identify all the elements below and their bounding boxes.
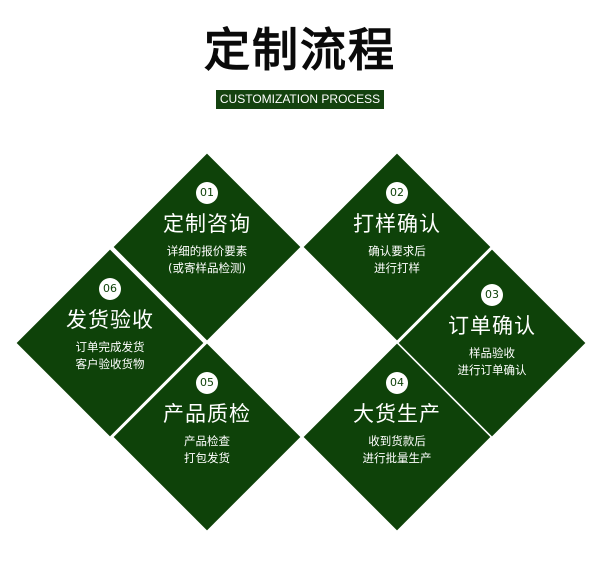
step-title: 打样确认 (353, 212, 441, 236)
step-04: 04 大货生产 收到货款后 进行批量生产 (302, 371, 492, 467)
step-desc-line: 详细的报价要素 (166, 244, 248, 258)
step-01: 01 定制咨询 详细的报价要素 (或寄样品检测) (112, 181, 302, 277)
step-desc-line: 订单完成发货 (75, 340, 145, 354)
step-description: 样品验收 进行订单确认 (397, 345, 587, 379)
step-title: 发货验收 (66, 308, 154, 332)
step-desc-line: 客户验收货物 (75, 357, 145, 371)
step-desc-line: 进行订单确认 (457, 363, 527, 377)
subtitle-banner: CUSTOMIZATION PROCESS (216, 90, 384, 109)
step-title: 产品质检 (163, 402, 251, 426)
step-desc-line: 进行批量生产 (362, 451, 432, 465)
step-number-badge: 05 (196, 372, 218, 394)
step-02: 02 打样确认 确认要求后 进行打样 (302, 181, 492, 277)
step-desc-line: 打包发货 (184, 451, 230, 465)
step-desc-line: 样品验收 (469, 346, 515, 360)
step-number-badge: 04 (386, 372, 408, 394)
step-desc-line: 产品检查 (184, 434, 230, 448)
step-desc-line: 进行打样 (374, 261, 420, 275)
step-title: 定制咨询 (163, 212, 251, 236)
step-03: 03 订单确认 样品验收 进行订单确认 (397, 283, 587, 379)
step-description: 详细的报价要素 (或寄样品检测) (112, 243, 302, 277)
page-title: 定制流程 (204, 23, 396, 77)
step-number-badge: 06 (99, 278, 121, 300)
step-description: 收到货款后 进行批量生产 (302, 433, 492, 467)
step-desc-line: (或寄样品检测) (168, 261, 246, 275)
step-desc-line: 确认要求后 (368, 244, 426, 258)
step-06: 06 发货验收 订单完成发货 客户验收货物 (15, 277, 205, 373)
step-title: 大货生产 (353, 402, 441, 426)
step-description: 产品检查 打包发货 (112, 433, 302, 467)
step-05: 05 产品质检 产品检查 打包发货 (112, 371, 302, 467)
step-number-badge: 03 (481, 284, 503, 306)
step-description: 订单完成发货 客户验收货物 (15, 339, 205, 373)
step-number-badge: 02 (386, 182, 408, 204)
step-desc-line: 收到货款后 (368, 434, 426, 448)
step-number-badge: 01 (196, 182, 218, 204)
step-description: 确认要求后 进行打样 (302, 243, 492, 277)
step-title: 订单确认 (448, 314, 536, 338)
